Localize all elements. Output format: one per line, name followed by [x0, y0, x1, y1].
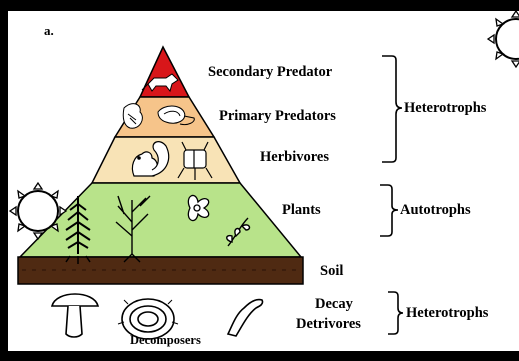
sun-icon-corner [488, 11, 519, 67]
brace-heterotrophs-upper [382, 56, 402, 162]
panel-label: a. [44, 23, 54, 39]
brace-autotrophs [380, 185, 398, 236]
label-herbivores: Herbivores [260, 149, 329, 166]
group-heterotrophs-upper: Heterotrophs [404, 100, 486, 117]
label-primary-predators: Primary Predators [219, 108, 336, 125]
label-decay: Decay [315, 296, 353, 313]
tier-secondary-predator [140, 47, 189, 97]
group-autotrophs: Autotrophs [400, 202, 471, 219]
brace-heterotrophs-lower [388, 292, 403, 334]
hawk-icon [123, 104, 142, 129]
worm-icon [228, 299, 263, 336]
label-detrivores: Detrivores [296, 316, 361, 333]
decomposers-caption: Decomposers [130, 333, 201, 348]
label-secondary-predator: Secondary Predator [208, 64, 332, 81]
mushroom-icon [52, 294, 98, 337]
tier-soil [18, 257, 303, 284]
label-plants: Plants [282, 202, 321, 219]
group-heterotrophs-lower: Heterotrophs [406, 305, 488, 322]
label-soil: Soil [320, 263, 343, 280]
sun-icon [10, 183, 66, 239]
tier-plants [20, 183, 301, 257]
